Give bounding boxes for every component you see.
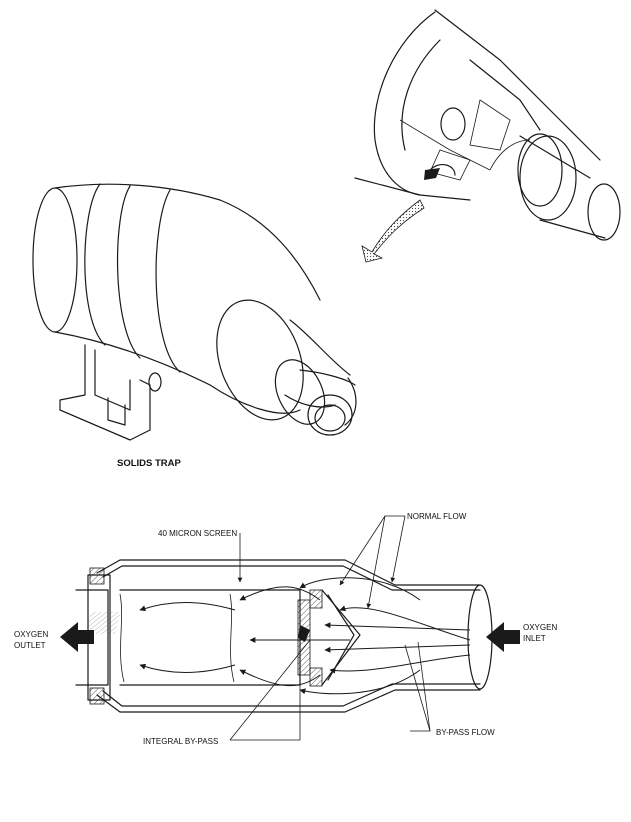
leader-lines (229, 515, 431, 741)
solids-trap-label: SOLIDS TRAP (117, 458, 182, 469)
bypass-flow-label: BY-PASS FLOW (436, 728, 495, 737)
normal-flow-label: NORMAL FLOW (407, 512, 467, 521)
oxygen-inlet-arrow (486, 622, 520, 652)
oxygen-inlet-label-line2: INLET (523, 634, 546, 643)
locator-arrow (361, 199, 425, 263)
integral-bypass-label: INTEGRAL BY-PASS (143, 737, 218, 746)
capsule-locator-illustration (354, 9, 621, 263)
oxygen-inlet-label-line1: OXYGEN (523, 623, 557, 632)
oxygen-outlet-label-line1: OXYGEN (14, 630, 48, 639)
oxygen-outlet-label-line2: OUTLET (14, 641, 46, 650)
oxygen-outlet-arrow (60, 622, 94, 652)
micron-screen-label: 40 MICRON SCREEN (158, 529, 237, 538)
flow-arrows (139, 577, 471, 695)
solids-trap-illustration (32, 183, 357, 441)
cross-section-diagram (75, 559, 493, 713)
